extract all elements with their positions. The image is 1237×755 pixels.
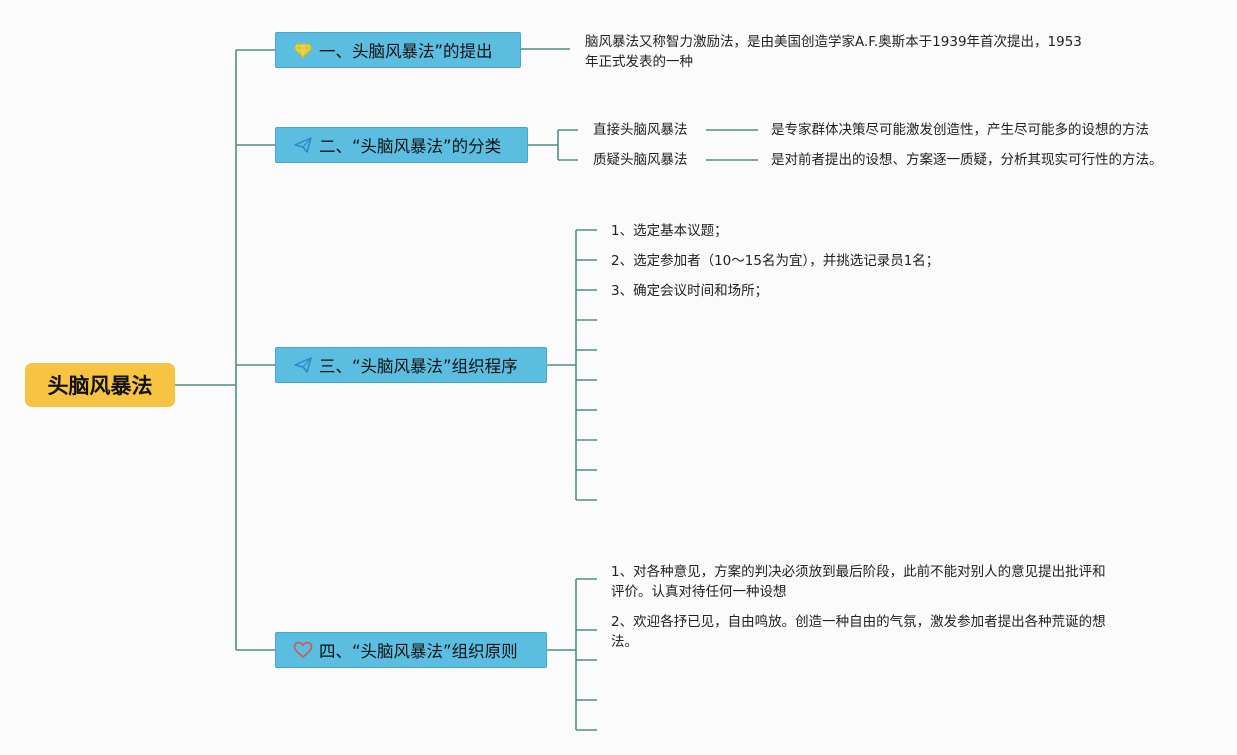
branch-procedure[interactable]: 三、“头脑风暴法”组织程序 bbox=[275, 347, 547, 383]
branch-label: 三、“头脑风暴法”组织程序 bbox=[319, 357, 518, 376]
branch-classification[interactable]: 二、“头脑风暴法”的分类 bbox=[275, 127, 528, 163]
paper-plane-icon bbox=[293, 135, 313, 155]
branch-origin[interactable]: 一、头脑风暴法”的提出 bbox=[275, 32, 521, 68]
branch-principles[interactable]: 四、“头脑风暴法”组织原则 bbox=[275, 632, 547, 668]
branch-label: 一、头脑风暴法”的提出 bbox=[319, 42, 493, 61]
connector-b4-comb bbox=[547, 578, 597, 731]
direct-brainstorm-desc: 是专家群体决策尽可能激发创造性，产生尽可能多的设想的方法 bbox=[771, 122, 1149, 138]
procedure-step: 3、确定会议时间和场所； bbox=[611, 283, 769, 299]
branch-label: 四、“头脑风暴法”组织原则 bbox=[319, 642, 518, 661]
principle-item: 2、欢迎各抒已见，自由鸣放。创造一种自由的气氛，激发参加者提出各种荒诞的想法。 bbox=[611, 614, 1106, 650]
paper-plane-icon bbox=[293, 355, 313, 375]
root-label: 头脑风暴法 bbox=[47, 374, 153, 398]
connector-b2-desc bbox=[706, 129, 758, 161]
connector-b2-fork bbox=[528, 129, 578, 161]
procedure-step: 1、选定基本议题； bbox=[611, 223, 728, 239]
procedure-step: 2、选定参加者（10～15名为宜），并挑选记录员1名； bbox=[611, 253, 940, 269]
origin-note: 脑风暴法又称智力激励法，是由美国创造学家A.F.奥斯本于1939年首次提出，19… bbox=[585, 34, 1082, 70]
direct-brainstorm-label: 直接头脑风暴法 bbox=[593, 122, 688, 138]
heart-icon bbox=[293, 640, 313, 660]
root-topic[interactable]: 头脑风暴法 bbox=[25, 363, 175, 407]
principle-item: 1、对各种意见，方案的判决必须放到最后阶段，此前不能对别人的意见提出批评和评价。… bbox=[611, 564, 1106, 600]
branch-label: 二、“头脑风暴法”的分类 bbox=[319, 137, 502, 156]
connector-b3-comb bbox=[547, 229, 597, 501]
question-brainstorm-label: 质疑头脑风暴法 bbox=[593, 152, 688, 168]
question-brainstorm-desc: 是对前者提出的设想、方案逐一质疑，分析其现实可行性的方法。 bbox=[771, 152, 1163, 168]
diamond-icon bbox=[293, 40, 313, 60]
